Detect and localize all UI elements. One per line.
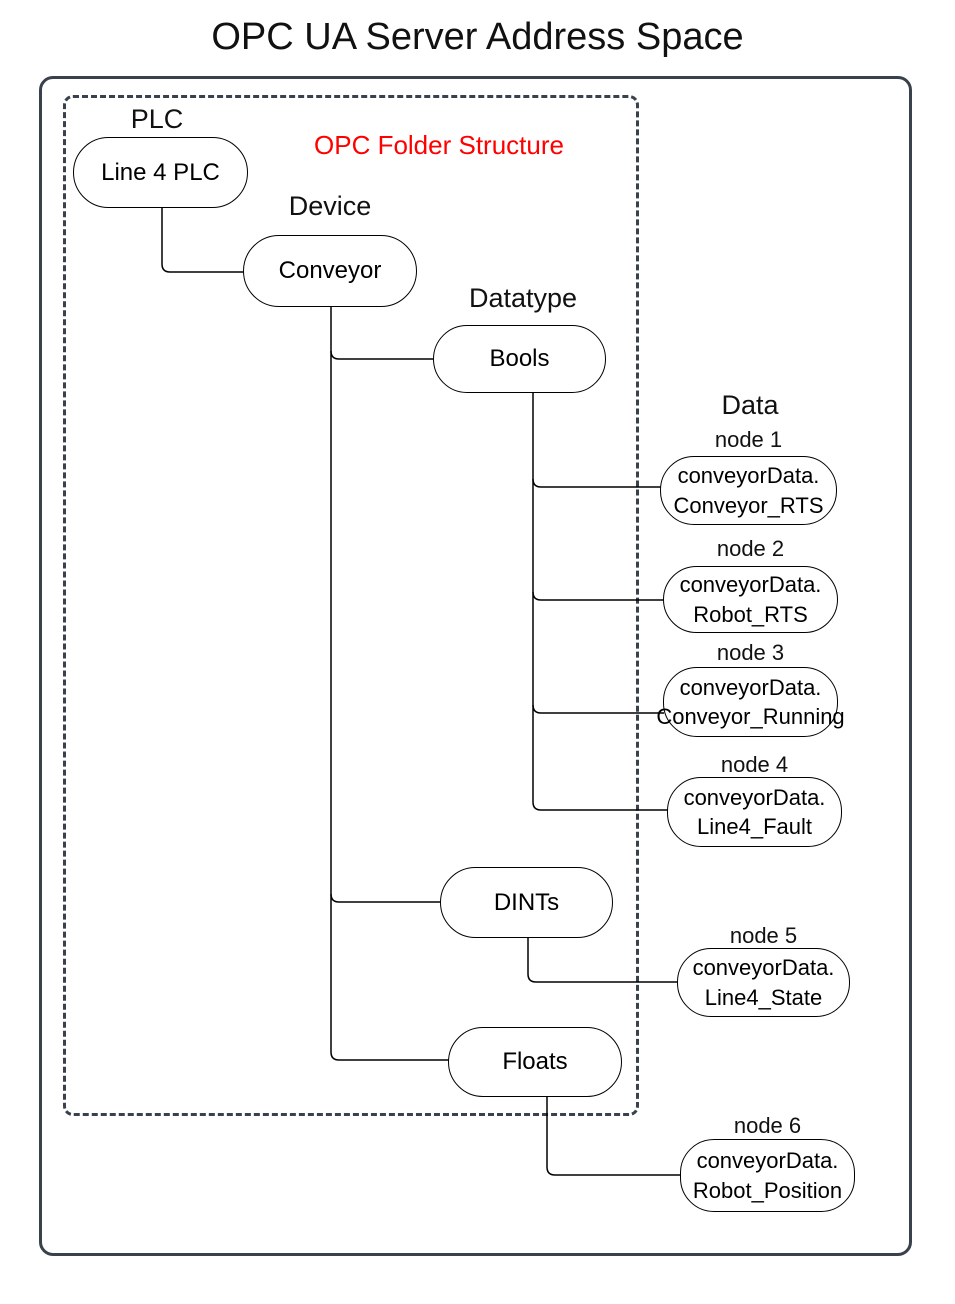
data-node-conveyor-rts[interactable]: conveyorData. Conveyor_RTS xyxy=(660,456,837,525)
data-node-robot-rts[interactable]: conveyorData. Robot_RTS xyxy=(663,566,838,633)
node-label-3: node 3 xyxy=(716,640,785,665)
connector-conveyor-trunk xyxy=(330,307,449,1061)
connector-dints-to-node5 xyxy=(527,938,678,983)
folder-node-dints[interactable]: DINTs xyxy=(440,867,613,938)
node-text-line1: conveyorData. xyxy=(683,784,826,810)
page-title: OPC UA Server Address Space xyxy=(211,16,744,58)
node-text-line1: conveyorData. xyxy=(696,1148,839,1174)
connector-bools-to-node3 xyxy=(532,704,664,714)
node-label-5: node 5 xyxy=(729,923,798,948)
folder-node-label: Bools xyxy=(489,345,550,372)
node-label-1: node 1 xyxy=(714,427,783,452)
node-label-2: node 2 xyxy=(716,536,785,561)
node-text-line2: Robot_Position xyxy=(692,1177,843,1203)
connector-floats-to-node6 xyxy=(546,1097,681,1176)
node-text-line2: Robot_RTS xyxy=(693,601,808,627)
opc-folder-structure-label: OPC Folder Structure xyxy=(314,130,564,160)
folder-node-label: Conveyor xyxy=(278,257,382,284)
node-text-line1: conveyorData. xyxy=(679,674,822,700)
connector-conveyor-to-bools xyxy=(330,350,434,360)
column-label-datatype: Datatype xyxy=(468,283,578,313)
folder-node-label: DINTs xyxy=(493,888,560,916)
connector-plc-to-conveyor xyxy=(161,208,244,273)
folder-node-label: Line 4 PLC xyxy=(101,158,220,186)
node-text-line1: conveyorData. xyxy=(677,463,820,489)
opc-folder-structure-dashed-frame xyxy=(63,95,639,1116)
node-label-6: node 6 xyxy=(733,1113,802,1138)
node-text-line2: Line4_Fault xyxy=(697,814,812,839)
folder-node-floats[interactable]: Floats xyxy=(448,1027,622,1097)
data-node-robot-position[interactable]: conveyorData. Robot_Position xyxy=(680,1139,855,1212)
data-node-line4-fault[interactable]: conveyorData. Line4_Fault xyxy=(667,777,842,847)
node-text-line2: Conveyor_RTS xyxy=(673,492,824,518)
connector-bools-trunk xyxy=(532,393,668,811)
server-boundary-frame xyxy=(39,76,912,1256)
column-label-data: Data xyxy=(721,390,779,420)
connector-conveyor-to-dints xyxy=(330,893,441,903)
node-label-4: node 4 xyxy=(720,752,789,777)
column-label-plc: PLC xyxy=(130,104,184,134)
node-text-line1: conveyorData. xyxy=(679,572,822,598)
node-text-line2: Line4_State xyxy=(704,984,823,1010)
connector-bools-to-node2 xyxy=(532,591,664,601)
folder-node-line4-plc[interactable]: Line 4 PLC xyxy=(73,137,248,208)
connector-bools-to-node1 xyxy=(532,478,661,488)
data-node-conveyor-running[interactable]: conveyorData. Conveyor_Running xyxy=(656,667,845,737)
column-label-device: Device xyxy=(288,191,372,221)
folder-node-bools[interactable]: Bools xyxy=(433,325,606,393)
node-text-line2: Conveyor_Running xyxy=(656,704,845,729)
data-node-line4-state[interactable]: conveyorData. Line4_State xyxy=(677,948,850,1017)
folder-node-conveyor[interactable]: Conveyor xyxy=(243,235,417,307)
folder-node-label: Floats xyxy=(502,1048,568,1075)
node-text-line1: conveyorData. xyxy=(692,955,835,981)
